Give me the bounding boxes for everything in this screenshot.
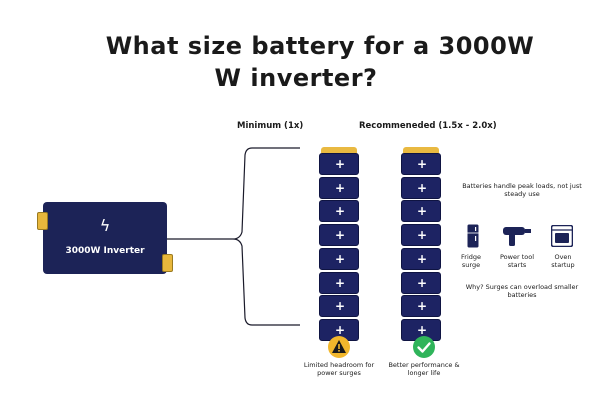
battery-cell: +	[401, 153, 441, 175]
minimum-badge-label: Limited headroom for power surges	[303, 361, 375, 377]
oven-label: Oven startup	[551, 253, 575, 269]
plus-icon: +	[334, 204, 346, 218]
battery-cell: +	[319, 248, 359, 270]
battery-cell: +	[401, 295, 441, 317]
plus-icon: +	[334, 228, 346, 242]
lightning-bolt-icon: ϟ	[99, 216, 111, 235]
plus-icon: +	[416, 157, 428, 171]
power-tool-label: Power tool starts	[499, 253, 535, 269]
plus-icon: +	[334, 276, 346, 290]
fridge-label: Fridge surge	[461, 253, 481, 269]
plus-icon: +	[416, 181, 428, 195]
plus-icon: +	[416, 276, 428, 290]
plus-icon: +	[416, 299, 428, 313]
battery-cell: +	[319, 272, 359, 294]
page-title: What size battery for a 3000W	[105, 32, 535, 60]
battery-cell: +	[319, 200, 359, 222]
battery-cell: +	[319, 295, 359, 317]
side-note-headline: Batteries handle peak loads, not just st…	[462, 182, 582, 198]
battery-cell: +	[401, 248, 441, 270]
oven-icon	[551, 225, 573, 247]
battery-cell: +	[401, 272, 441, 294]
recommended-label: Recommeneded (1.5x - 2.0x)	[359, 121, 497, 131]
battery-cell: +	[319, 224, 359, 246]
warning-icon	[328, 336, 350, 358]
page-title-continued: W inverter?	[214, 64, 378, 92]
plus-icon: +	[416, 228, 428, 242]
plus-icon: +	[334, 181, 346, 195]
power-tool-icon	[503, 227, 531, 246]
battery-cell: +	[401, 200, 441, 222]
battery-cap-minimum	[321, 147, 357, 153]
battery-cell: +	[319, 153, 359, 175]
recommended-badge-label: Better performance & longer life	[388, 361, 460, 377]
inverter-terminal-left	[37, 212, 48, 230]
inverter-box: ϟ 3000W Inverter	[43, 202, 167, 274]
connector-bracket	[167, 147, 300, 326]
battery-cap-recommended	[403, 147, 439, 153]
battery-cell: +	[319, 177, 359, 199]
plus-icon: +	[334, 157, 346, 171]
check-circle-icon	[413, 336, 435, 358]
plus-icon: +	[334, 299, 346, 313]
plus-icon: +	[334, 323, 346, 337]
inverter-label: 3000W Inverter	[65, 246, 145, 256]
plus-icon: +	[416, 323, 428, 337]
plus-icon: +	[334, 252, 346, 266]
side-note-why: Why? Surges can overload smaller batteri…	[465, 283, 579, 299]
inverter-terminal-right	[162, 254, 173, 272]
minimum-label: Minimum (1x)	[237, 121, 304, 131]
battery-cell: +	[401, 177, 441, 199]
battery-cell: +	[401, 224, 441, 246]
plus-icon: +	[416, 252, 428, 266]
plus-icon: +	[416, 204, 428, 218]
fridge-icon	[467, 224, 479, 248]
